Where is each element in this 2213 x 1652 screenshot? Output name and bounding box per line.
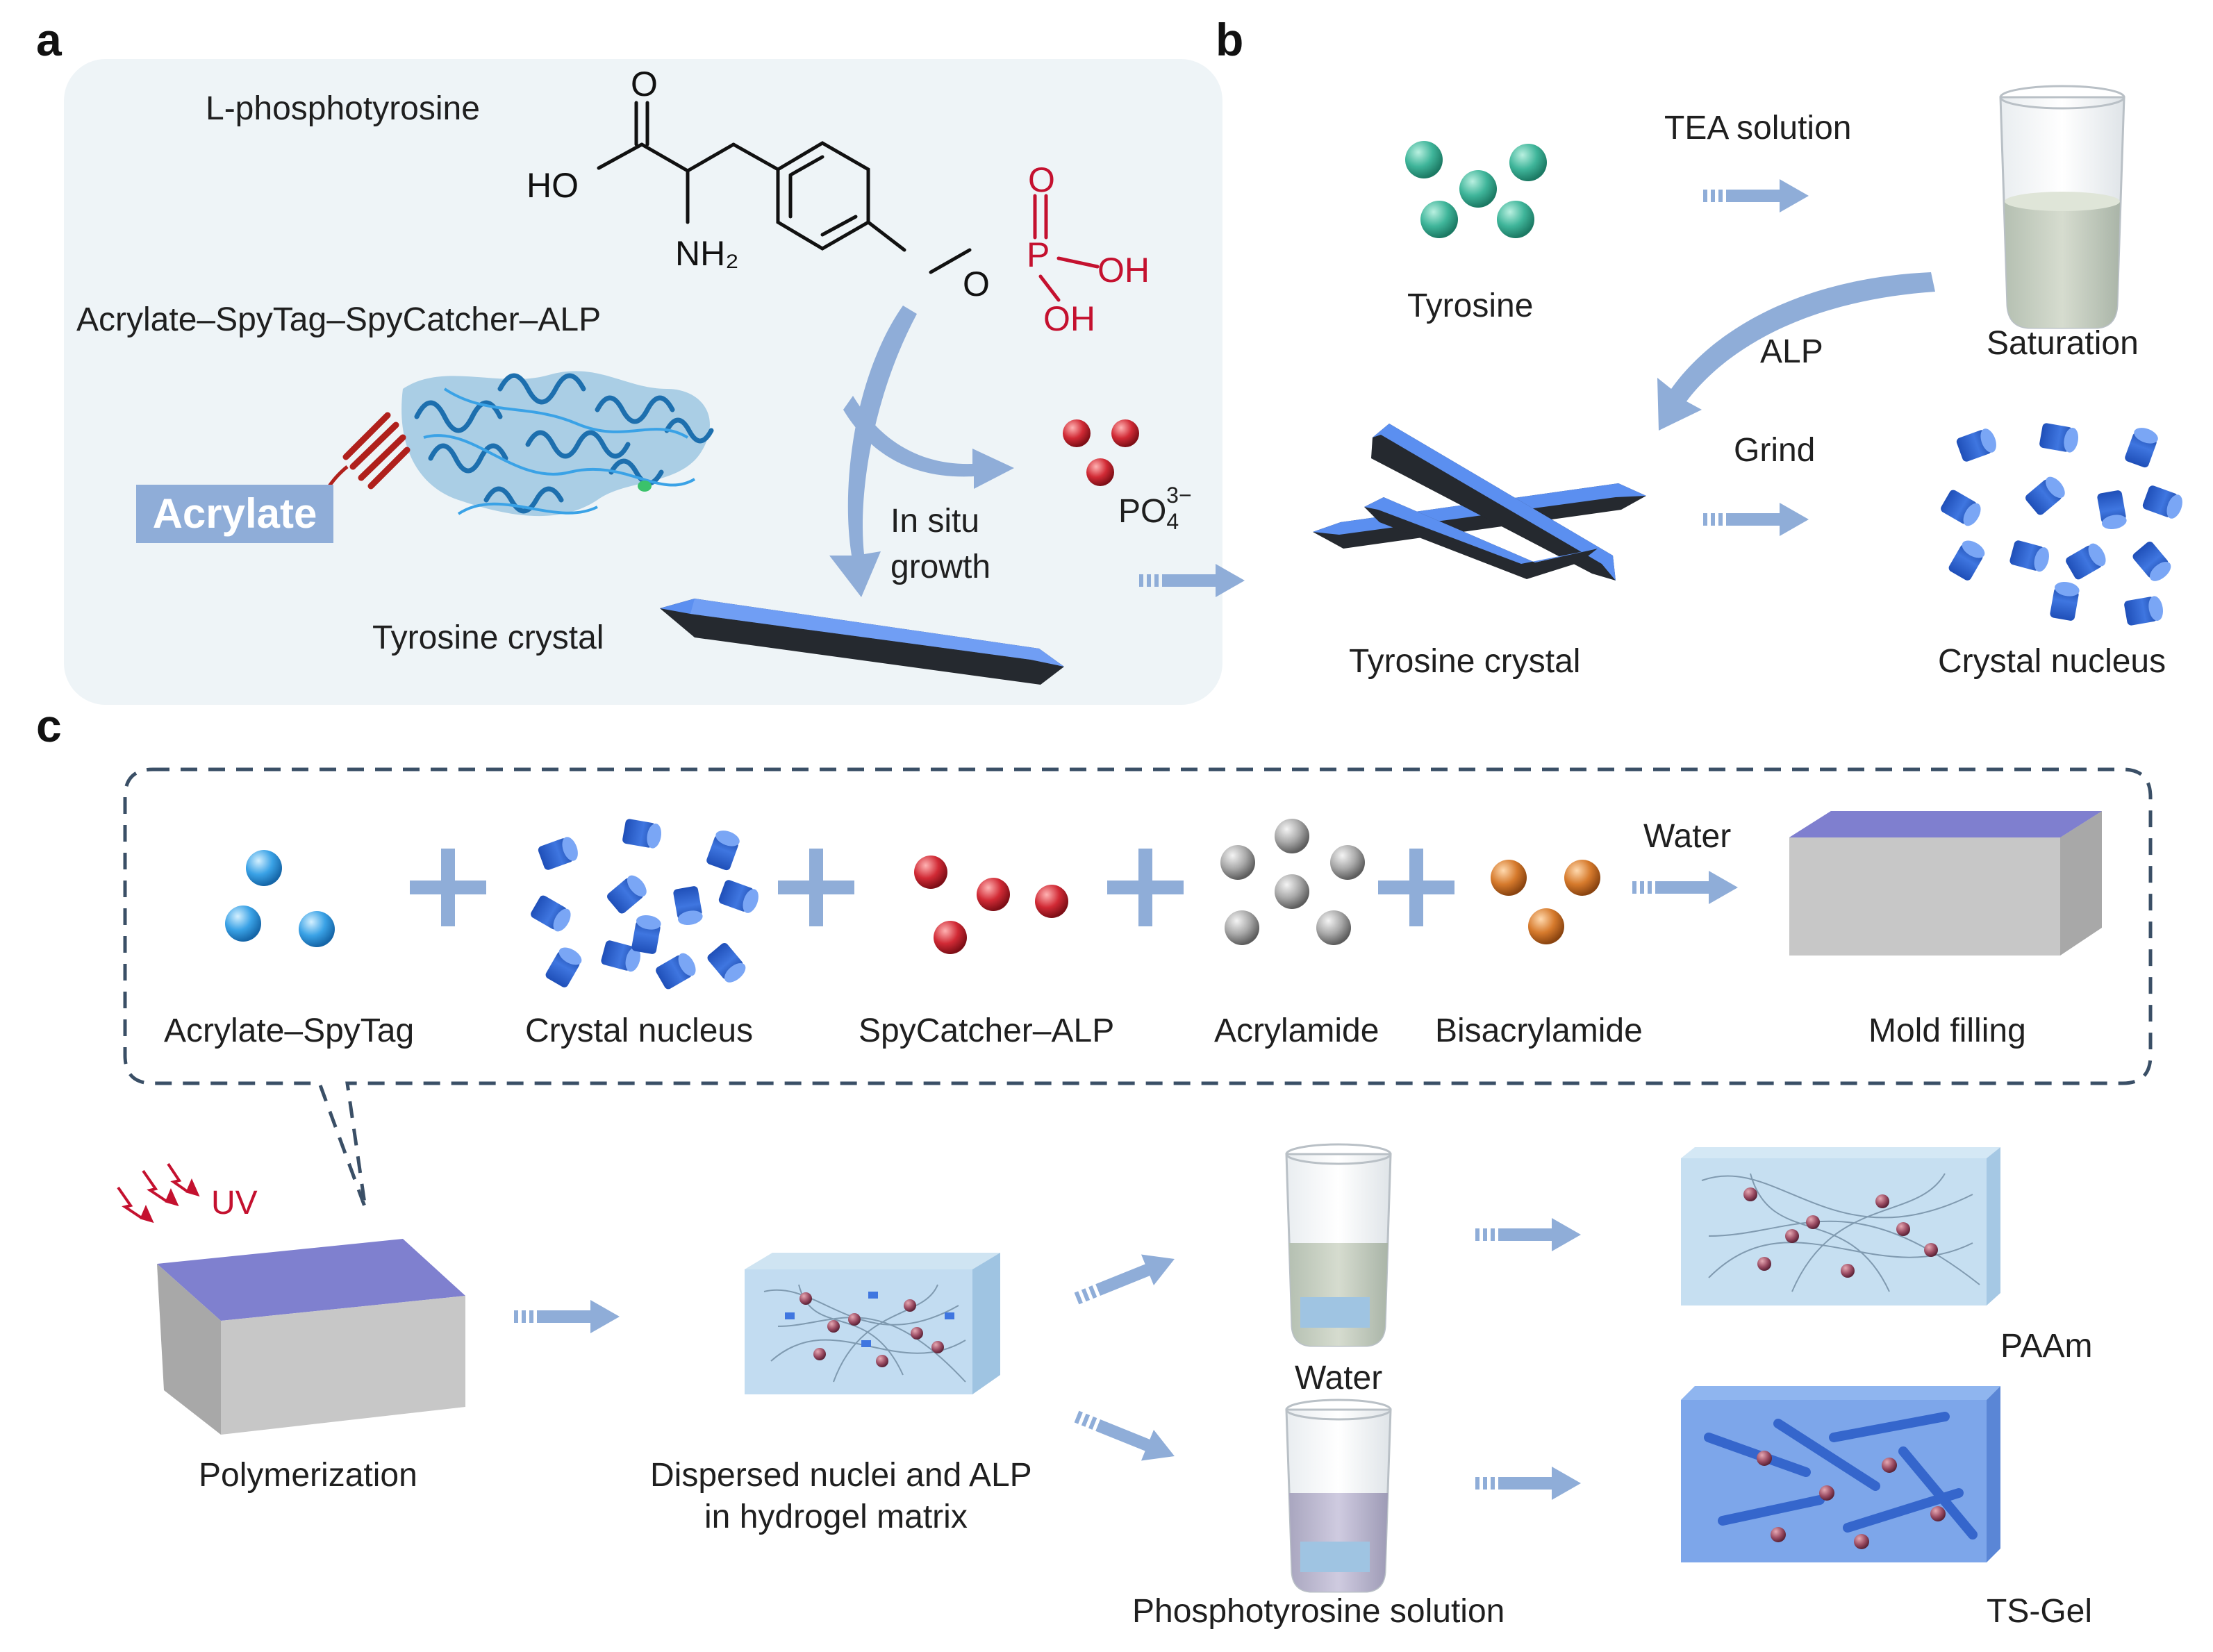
ts-gel-label: TS-Gel bbox=[1987, 1593, 2092, 1630]
tea-solution-label: TEA solution bbox=[1664, 110, 1851, 147]
ts-gel bbox=[1681, 1386, 2000, 1562]
growth-label-line2: growth bbox=[890, 549, 991, 585]
enzyme-label: Acrylate–SpyTag–SpyCatcher–ALP bbox=[76, 301, 601, 338]
water-label-top: Water bbox=[1643, 818, 1731, 855]
molecule-name: L-phosphotyrosine bbox=[206, 90, 480, 127]
phosphate-label: PO43− bbox=[1118, 483, 1192, 534]
tyrosine-molecules bbox=[1405, 141, 1547, 238]
panel-b-label: b bbox=[1216, 14, 1243, 65]
bisacrylamide-spheres bbox=[1491, 860, 1600, 944]
arrow-to-water bbox=[1070, 1243, 1181, 1315]
atom-ho: HO bbox=[527, 166, 579, 205]
paam-label: PAAm bbox=[2000, 1328, 2092, 1365]
arrow-water-mold bbox=[1632, 871, 1738, 904]
beaker-water bbox=[1285, 1143, 1392, 1347]
panel-a: a L-phosphotyrosine O HO NH₂ O bbox=[36, 14, 1222, 705]
atom-oh-bottom: OH bbox=[1043, 299, 1095, 338]
crystal-nucleus-label: Crystal nucleus bbox=[1938, 643, 2166, 680]
atom-o-ester: O bbox=[963, 265, 990, 303]
panel-b: b Tyrosine TEA solution Saturation ALP G… bbox=[1216, 14, 2186, 680]
acrylate-badge bbox=[136, 485, 333, 543]
mold-filling-label: Mold filling bbox=[1868, 1012, 2026, 1049]
plus-1 bbox=[410, 849, 486, 926]
atom-nh2: NH₂ bbox=[675, 234, 739, 273]
panel-a-background bbox=[64, 59, 1222, 705]
arrow-alp-curved bbox=[1657, 272, 1935, 431]
dispersed-label-line2: in hydrogel matrix bbox=[704, 1499, 968, 1535]
crystal-nuclei-mix bbox=[529, 818, 762, 991]
crystal-nuclei bbox=[1939, 422, 2186, 626]
mold-block bbox=[1789, 811, 2102, 956]
arrow-grind bbox=[1703, 503, 1809, 536]
dispersed-label-line1: Dispersed nuclei and ALP bbox=[650, 1457, 1032, 1494]
phosphate-release-arrow bbox=[843, 396, 1014, 489]
acrylate-spytag-label: Acrylate–SpyTag bbox=[164, 1012, 414, 1049]
water-label: Water bbox=[1295, 1360, 1382, 1396]
arrow-to-tsgel bbox=[1475, 1467, 1581, 1500]
beaker-saturation bbox=[1999, 85, 2125, 329]
polymerization-label: Polymerization bbox=[199, 1457, 417, 1494]
plus-2 bbox=[778, 849, 854, 926]
atom-o-top: O bbox=[631, 65, 658, 103]
atom-o-double: O bbox=[1028, 160, 1055, 199]
hydrogel-matrix bbox=[745, 1253, 1000, 1394]
uv-arrows-icon bbox=[117, 1162, 200, 1224]
spycatcher-alp-spheres bbox=[914, 856, 1068, 954]
crystal-label: Tyrosine crystal bbox=[372, 619, 604, 656]
phosphate-ions bbox=[1063, 419, 1139, 486]
beaker-phosphotyrosine bbox=[1285, 1399, 1392, 1593]
tyrosine-label: Tyrosine bbox=[1407, 287, 1533, 324]
mixture-callout-border bbox=[123, 767, 2153, 1209]
crystal-nucleus-mix-label: Crystal nucleus bbox=[525, 1012, 753, 1049]
tyrosine-crystals-crossed bbox=[1313, 424, 1646, 581]
acrylate-badge-text: Acrylate bbox=[153, 490, 317, 537]
arrow-to-phospho bbox=[1070, 1401, 1181, 1472]
spytag-ribbon bbox=[342, 412, 411, 490]
protein-structure-image bbox=[324, 371, 714, 517]
polymerization-block bbox=[157, 1239, 465, 1435]
plus-4 bbox=[1378, 849, 1454, 926]
paam-gel bbox=[1681, 1147, 2000, 1305]
spycatcher-alp-label: SpyCatcher–ALP bbox=[859, 1012, 1114, 1049]
acrylamide-spheres bbox=[1220, 819, 1365, 945]
growth-arrow-down bbox=[829, 306, 917, 597]
arrow-polymerization bbox=[514, 1300, 620, 1333]
bisacrylamide-label: Bisacrylamide bbox=[1435, 1012, 1643, 1049]
arrow-to-paam bbox=[1475, 1218, 1581, 1251]
acrylamide-label: Acrylamide bbox=[1214, 1012, 1379, 1049]
phosphotyrosine-structure bbox=[597, 101, 972, 274]
growth-label-line1: In situ bbox=[890, 503, 979, 540]
tyrosine-crystal-label: Tyrosine crystal bbox=[1349, 643, 1580, 680]
alp-label: ALP bbox=[1760, 333, 1823, 370]
arrow-tea bbox=[1703, 179, 1809, 212]
atom-p: P bbox=[1027, 235, 1050, 274]
atom-oh-right: OH bbox=[1097, 251, 1150, 290]
acrylate-spytag-spheres bbox=[225, 850, 335, 947]
phosphate-bonds bbox=[1033, 194, 1100, 302]
uv-label: UV bbox=[211, 1185, 258, 1221]
panel-c-label: c bbox=[36, 700, 62, 751]
panel-c: c Acrylate–SpyTag Crystal nucleus bbox=[36, 700, 2153, 1630]
grind-label: Grind bbox=[1734, 432, 1815, 469]
phospho-solution-label: Phosphotyrosine solution bbox=[1132, 1593, 1505, 1630]
plus-3 bbox=[1107, 849, 1184, 926]
saturation-label: Saturation bbox=[1987, 325, 2139, 362]
tyrosine-crystal-rod bbox=[660, 599, 1064, 685]
panel-a-label: a bbox=[36, 14, 63, 65]
